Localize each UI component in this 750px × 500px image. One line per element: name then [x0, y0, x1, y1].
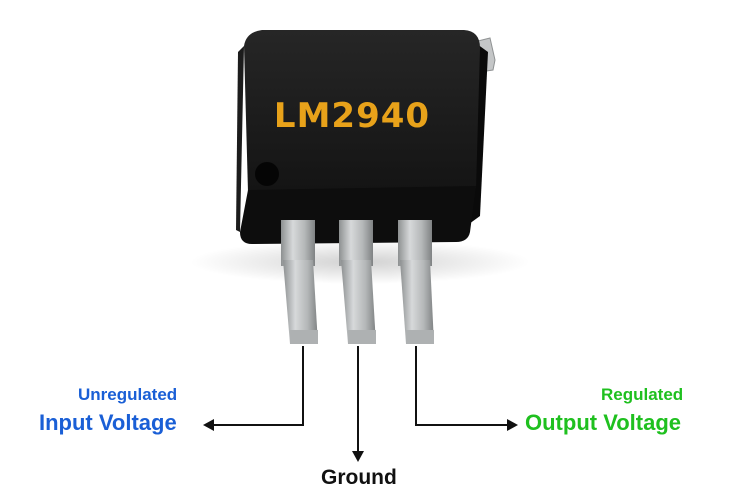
ground-arrowhead — [352, 451, 364, 462]
lead-ground — [339, 220, 376, 344]
chip-leads — [281, 220, 434, 344]
input-arrowhead — [203, 419, 214, 431]
input-pin-label-line2: Input Voltage — [39, 410, 177, 435]
pin1-indicator — [255, 162, 279, 186]
part-number: LM2940 — [274, 96, 430, 136]
ground-pin-label: Ground — [321, 466, 397, 489]
lead-input — [281, 220, 318, 344]
output-pin-label-line2: Output Voltage — [525, 410, 682, 435]
input-connector-line — [212, 346, 304, 426]
pin-connectors — [212, 346, 509, 453]
output-connector-line — [415, 346, 509, 426]
chip-body — [236, 30, 488, 244]
output-arrowhead — [507, 419, 518, 431]
input-pin-label-line1: Unregulated — [78, 385, 178, 404]
lead-output — [398, 220, 434, 344]
output-pin-label-line1: Regulated — [601, 385, 684, 404]
